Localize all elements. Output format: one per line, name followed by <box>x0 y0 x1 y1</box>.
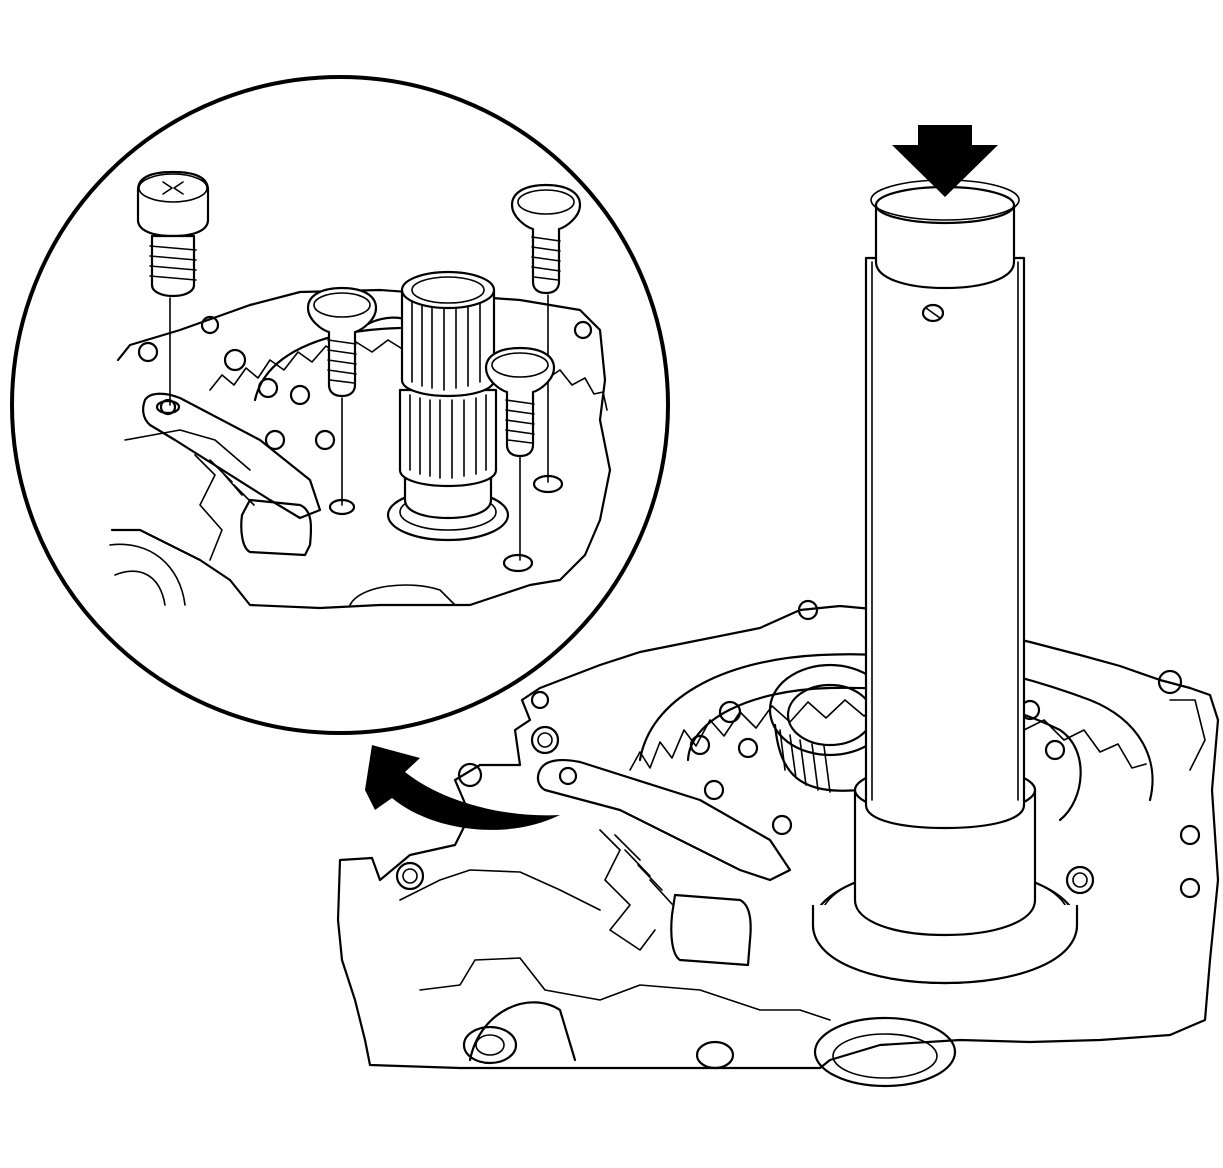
pan-head-bolt-icon <box>136 170 210 298</box>
flat-head-screw-icon <box>306 286 378 398</box>
seal-installer-tool <box>811 179 1079 985</box>
detail-inset-circle <box>10 75 670 735</box>
flat-head-screw-icon <box>510 183 582 295</box>
splined-shaft <box>398 270 498 520</box>
detail-callout-arrow-icon <box>365 745 560 830</box>
press-direction-arrow-icon <box>892 125 998 197</box>
transmission-case-housing <box>336 599 1220 1088</box>
inset-housing <box>109 288 612 610</box>
flat-head-screw-icon <box>484 346 556 458</box>
